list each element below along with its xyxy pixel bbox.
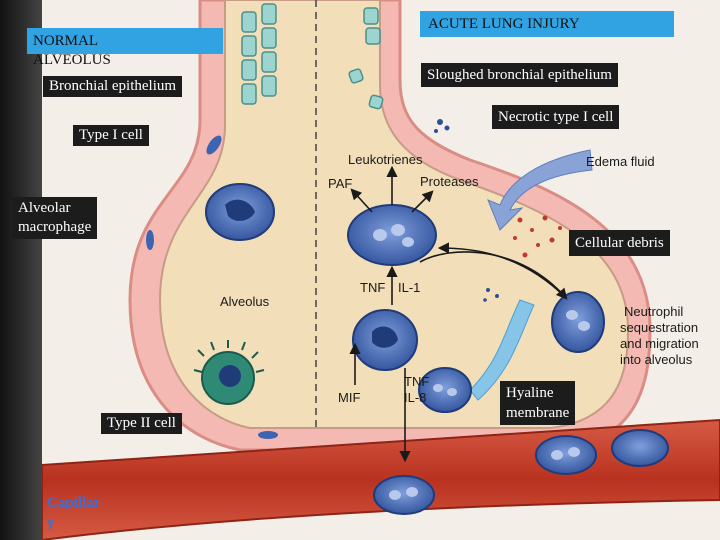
bronchial-epithelium-label: Bronchial epithelium bbox=[43, 76, 183, 97]
leukotrienes-text: Leukotrienes bbox=[348, 152, 423, 167]
hyaline-membrane-band bbox=[469, 299, 535, 401]
necrotic-type-i-label: Necrotic type I cell bbox=[492, 105, 620, 129]
normal-alveolus-text: NORMAL ALVEOLUS bbox=[33, 33, 111, 68]
cellular-debris-label: Cellular debris bbox=[569, 230, 670, 256]
edema-fluid-text: Edema fluid bbox=[586, 154, 655, 169]
left-frame bbox=[0, 0, 42, 540]
tnf2-text: TNF bbox=[404, 374, 429, 389]
neutrophil-line-2: sequestration bbox=[620, 320, 698, 335]
type-ii-cell-label: Type II cell bbox=[101, 413, 182, 434]
cellular-debris-dots bbox=[513, 215, 562, 258]
type-i-cell-nuclei bbox=[146, 135, 278, 439]
capillary-cells bbox=[373, 429, 669, 515]
alveolar-macrophage-label: Alveolar macrophage bbox=[12, 197, 98, 239]
debris-blue-dots bbox=[483, 288, 499, 302]
mif-text: MIF bbox=[338, 390, 360, 405]
type-ii-cell bbox=[193, 340, 265, 405]
capillary-label: Capillar y bbox=[47, 495, 101, 531]
neutrophil-line-1: Neutrophil bbox=[624, 304, 683, 319]
necrotic-type-i-cell bbox=[434, 119, 450, 133]
lower-macrophage-cell bbox=[352, 309, 418, 371]
il1-text: IL-1 bbox=[398, 280, 420, 295]
neutrophil-line-3: and migration bbox=[620, 336, 699, 351]
acute-lung-injury-label: ACUTE LUNG INJURY bbox=[420, 11, 674, 37]
neutrophil-line-4: into alveolus bbox=[620, 352, 693, 367]
sloughed-epithelium-cells bbox=[348, 7, 384, 110]
mediator-arrows bbox=[349, 165, 568, 463]
sloughed-bronchial-label: Sloughed bronchial epithelium bbox=[421, 63, 618, 87]
type-i-cell-label: Type I cell bbox=[73, 125, 149, 146]
alveolus-text: Alveolus bbox=[220, 294, 270, 309]
edema-fluid-arrow bbox=[487, 149, 593, 231]
il8-text: IL-8 bbox=[404, 390, 426, 405]
hyaline-membrane-label: Hyaline membrane bbox=[500, 381, 576, 425]
alveolar-macrophage-cell bbox=[205, 183, 275, 241]
normal-alveolus-label: NORMAL ALVEOLUS bbox=[27, 28, 223, 68]
paf-text: PAF bbox=[328, 176, 352, 191]
figure-text: Leukotrienes PAF Proteases Edema fluid T… bbox=[220, 152, 699, 405]
tnf-text: TNF bbox=[360, 280, 385, 295]
activated-macrophage-cell bbox=[347, 204, 437, 266]
neutrophil-cells bbox=[418, 291, 605, 413]
bronchial-epithelium-cells bbox=[241, 3, 277, 105]
proteases-text: Proteases bbox=[420, 174, 479, 189]
